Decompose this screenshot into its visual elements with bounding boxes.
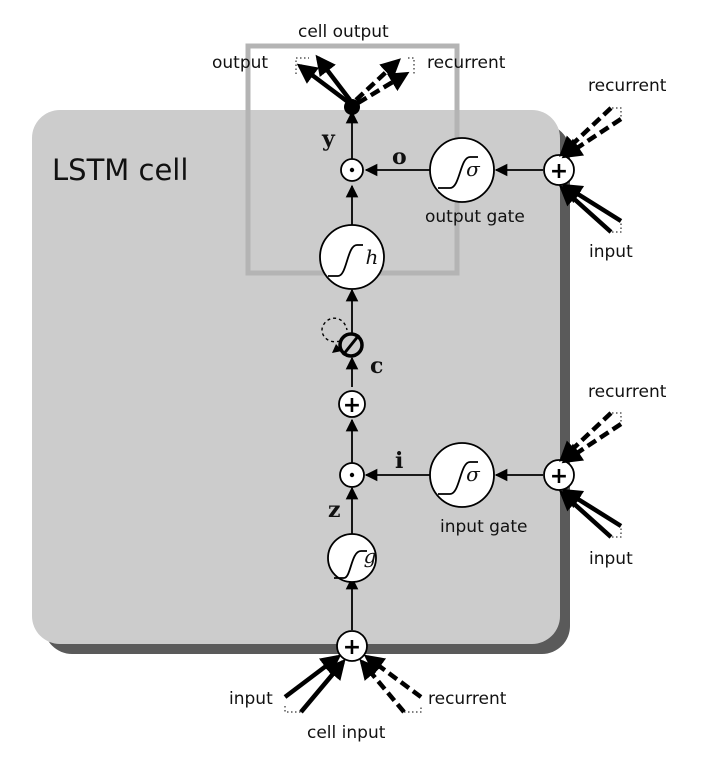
input-multiply-node: [339, 462, 365, 488]
h-activation-block: h: [319, 224, 385, 290]
connection-arrows: [283, 54, 623, 714]
cell-state-sum-symbol: +: [343, 393, 361, 418]
g-activation-block: g: [327, 533, 377, 583]
dotted-connectors: [284, 57, 622, 713]
c-label: c: [370, 353, 383, 379]
o-label: o: [392, 144, 407, 170]
output-gate-sum-node: +: [543, 154, 575, 186]
g-symbol: g: [364, 544, 377, 568]
h-symbol: h: [366, 245, 379, 269]
output-gate-recurrent-label: recurrent: [588, 76, 667, 96]
z-label: z: [328, 497, 341, 523]
cell-state-sum-node: +: [338, 390, 366, 418]
cell-input-label: cell input: [307, 723, 386, 743]
input-gate-sum-node: +: [543, 459, 575, 491]
output-gate-input-label: input: [589, 242, 633, 262]
memory-cell-node: [321, 317, 364, 358]
input-gate-recurrent-label: recurrent: [588, 382, 667, 402]
i-label: i: [395, 448, 403, 474]
recurrent-top-label: recurrent: [427, 53, 506, 73]
input-gate-sum-symbol: +: [550, 464, 568, 489]
cell-input-sum-node: +: [336, 630, 368, 662]
output-gate-sigma: σ: [429, 137, 495, 203]
input-gate-sigma-symbol: σ: [466, 462, 481, 486]
cell-input-sum-symbol: +: [343, 635, 361, 660]
output-label: output: [212, 53, 268, 73]
output-multiply-node: [340, 158, 364, 182]
output-gate-sum-symbol: +: [550, 159, 568, 184]
cell-title: LSTM cell: [52, 153, 188, 187]
cell-output-label: cell output: [298, 22, 389, 42]
cell-input-input-label: input: [229, 689, 273, 709]
output-gate-label: output gate: [425, 207, 525, 227]
output-gate-sigma-symbol: σ: [466, 157, 481, 181]
main-flow: [345, 110, 543, 630]
output-branch-dot: [344, 99, 360, 115]
input-gate-label: input gate: [440, 517, 527, 537]
input-gate-input-label: input: [589, 549, 633, 569]
input-gate-sigma: σ: [429, 442, 495, 508]
cell-input-recurrent-label: recurrent: [428, 689, 507, 709]
y-label: y: [321, 126, 336, 152]
cell-body: [32, 110, 560, 644]
